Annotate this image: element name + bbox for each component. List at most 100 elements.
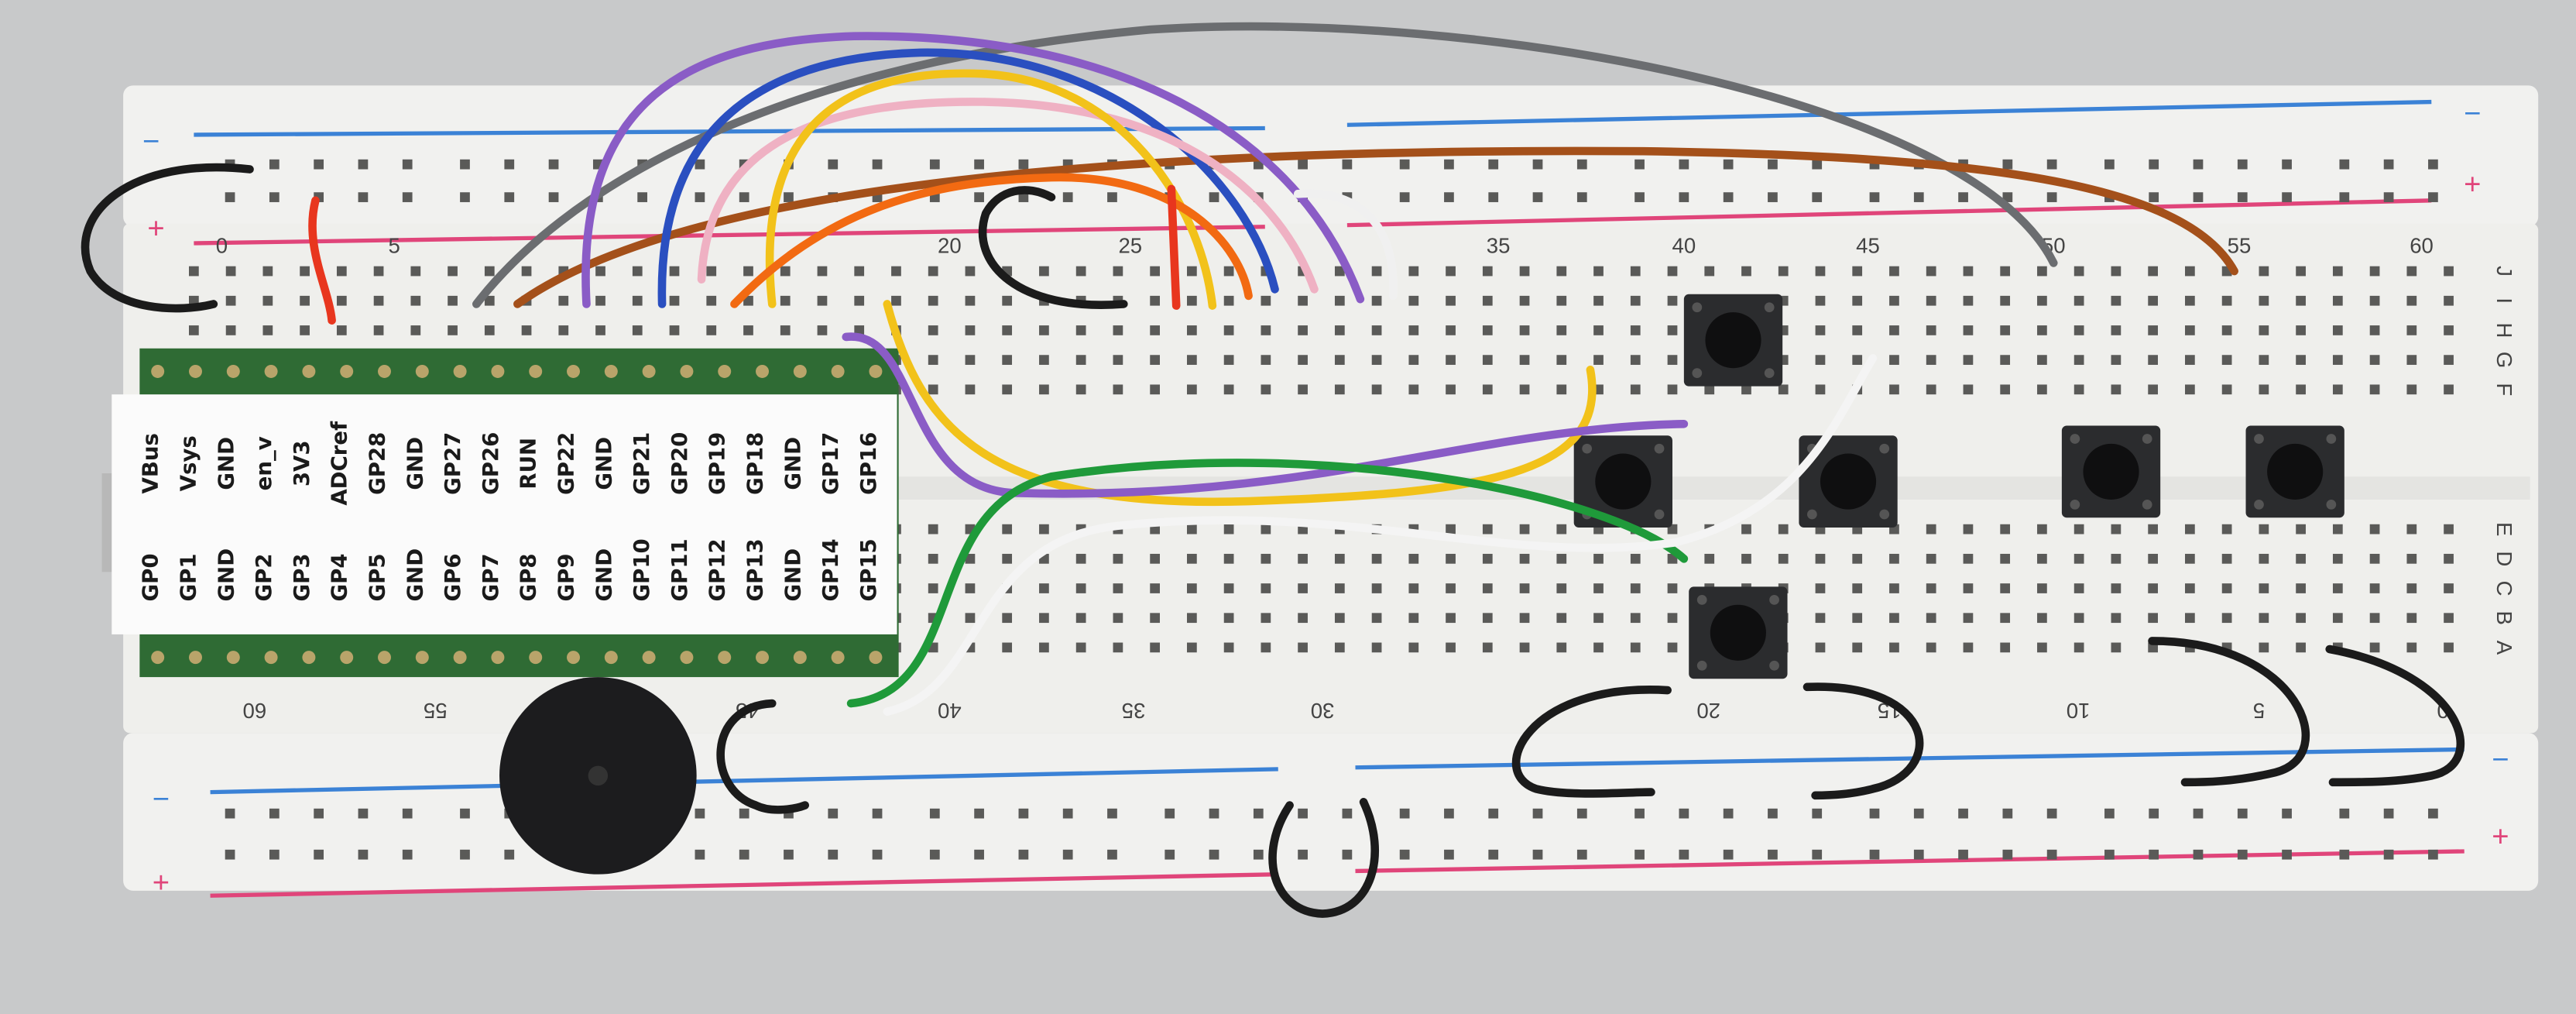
column-number: 35: [1487, 234, 1511, 258]
breadboard-hole: [817, 266, 828, 277]
rail-hole: [269, 808, 280, 819]
rail-hole: [402, 159, 413, 170]
breadboard-hole: [300, 295, 310, 306]
breadboard-hole: [1889, 384, 1899, 395]
breadboard-hole: [2332, 325, 2343, 335]
pin-label-top: 3V3: [289, 440, 314, 486]
breadboard-hole: [965, 355, 976, 365]
breadboard-hole: [632, 266, 643, 277]
pin-label-top: VBus: [138, 433, 163, 493]
breadboard-hole: [1889, 553, 1899, 564]
breadboard-hole: [1667, 384, 1678, 395]
rail-hole: [548, 159, 559, 170]
breadboard-hole: [1704, 384, 1715, 395]
push-button[interactable]: [1689, 586, 1788, 679]
breadboard-hole: [1630, 355, 1641, 365]
wire-brown: [513, 146, 2238, 308]
header-pin: [680, 651, 694, 665]
column-number: 0: [216, 234, 228, 258]
breadboard-hole: [1482, 583, 1493, 593]
push-button[interactable]: [2061, 425, 2161, 518]
rail-hole: [1018, 192, 1029, 202]
pin-label-top: GP27: [440, 432, 465, 495]
breadboard-hole: [1408, 266, 1419, 277]
pin-label-bottom: GP14: [818, 538, 843, 601]
breadboard-hole: [1446, 384, 1456, 395]
rail-hole: [1165, 849, 1175, 860]
breadboard-hole: [1334, 613, 1345, 624]
rail-hole: [1399, 192, 1410, 202]
breadboard-hole: [484, 325, 495, 335]
breadboard-hole: [2406, 355, 2417, 365]
rail-hole: [2339, 159, 2350, 170]
breadboard-hole: [1113, 325, 1123, 335]
breadboard-hole: [2148, 295, 2158, 306]
rail-hole: [1209, 808, 1219, 819]
breadboard-hole: [1630, 613, 1641, 624]
breadboard-hole: [2369, 553, 2380, 564]
breadboard-hole: [780, 325, 791, 335]
breadboard-hole: [1446, 295, 1456, 306]
breadboard-hole: [928, 266, 938, 277]
rail-line-blue: [194, 125, 1265, 137]
push-button[interactable]: [1683, 294, 1783, 387]
header-pin: [340, 364, 354, 378]
breadboard-hole: [1298, 295, 1308, 306]
push-button[interactable]: [1799, 435, 1898, 528]
push-button[interactable]: [2245, 425, 2344, 518]
breadboard-hole: [2369, 266, 2380, 277]
breadboard-hole: [1113, 355, 1123, 365]
push-button[interactable]: [1573, 435, 1673, 528]
breadboard-hole: [410, 325, 421, 335]
breadboard-hole: [1889, 613, 1899, 624]
breadboard-hole: [1519, 384, 1530, 395]
breadboard-hole: [1667, 583, 1678, 593]
breadboard-hole: [2444, 384, 2454, 395]
breadboard-hole: [1002, 295, 1013, 306]
wire-purple: [581, 32, 1365, 308]
breadboard-hole: [1556, 553, 1567, 564]
breadboard-hole: [1926, 642, 1936, 653]
header-pin: [491, 651, 505, 665]
breadboard-hole: [1298, 583, 1308, 593]
rail-minus-sign: −: [153, 782, 170, 816]
breadboard-hole: [2259, 355, 2269, 365]
breadboard-hole: [1926, 583, 1936, 593]
header-pin: [604, 364, 618, 378]
breadboard-hole: [1408, 325, 1419, 335]
breadboard-hole: [1223, 613, 1234, 624]
row-letter: B: [2492, 611, 2516, 625]
rail-hole: [314, 849, 324, 860]
rail-hole: [929, 808, 940, 819]
breadboard-hole: [373, 266, 384, 277]
header-pin: [567, 651, 580, 665]
breadboard-hole: [1815, 583, 1826, 593]
breadboard-hole: [1187, 524, 1197, 534]
wire-black-jumper: [1803, 682, 1924, 800]
breadboard-hole: [1926, 524, 1936, 534]
pin-label-bottom: GP5: [365, 553, 390, 601]
breadboard-hole: [1408, 583, 1419, 593]
breadboard-hole: [1482, 355, 1493, 365]
breadboard-hole: [1261, 524, 1271, 534]
breadboard-hole: [2369, 613, 2380, 624]
header-pin: [831, 364, 845, 378]
breadboard-hole: [1630, 642, 1641, 653]
breadboard-hole: [2185, 266, 2195, 277]
breadboard-hole: [1334, 266, 1345, 277]
rail-hole: [504, 849, 515, 860]
breadboard-hole: [2444, 553, 2454, 564]
breadboard-hole: [1667, 266, 1678, 277]
breadboard-hole: [1593, 295, 1604, 306]
breadboard-hole: [1593, 266, 1604, 277]
rail-hole: [1253, 849, 1264, 860]
rail-hole: [1679, 808, 1689, 819]
wire-black-jumper: [978, 186, 1128, 309]
rail-hole: [1768, 849, 1778, 860]
breadboard-hole: [1150, 642, 1160, 653]
row-letter: J: [2492, 266, 2516, 277]
header-pin: [415, 651, 429, 665]
breadboard-hole: [854, 325, 865, 335]
rail-hole: [1399, 159, 1410, 170]
rail-hole: [1634, 849, 1645, 860]
